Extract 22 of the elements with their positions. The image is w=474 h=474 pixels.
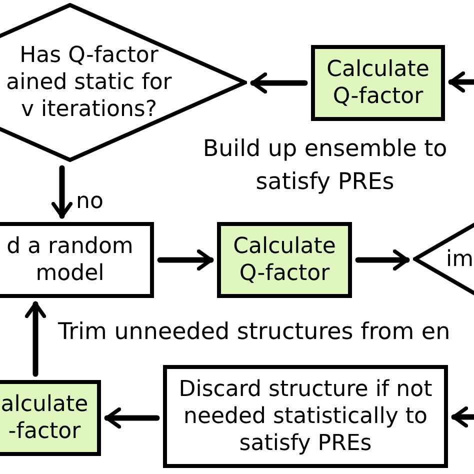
node-text: d a random model [6,233,134,287]
note-text: Trim unneeded structures from en [58,318,450,347]
process-box [0,222,154,298]
arrow [51,165,73,219]
node-text: alculate -factor [0,391,90,445]
arrow [355,249,410,271]
node-text: Calculate Q-factor [232,233,337,287]
arrow [451,406,474,428]
process-box [311,45,445,121]
node-text: Discard structure if not needed statistically to satisfy PREs [178,376,434,457]
arrow [24,301,46,377]
arrow [250,72,308,94]
process-box [0,380,101,456]
node-text: Has Q-factor ained static for v iterations? [5,42,173,123]
node-text: Calculate Q-factor [326,56,430,110]
arrow [448,71,474,93]
arrow [104,407,160,429]
arrow [157,249,214,271]
process-box [163,365,448,468]
node-text: im [446,246,474,272]
process-box [217,222,352,298]
note-text: Build up ensemble to satisfy PREs [202,135,448,197]
